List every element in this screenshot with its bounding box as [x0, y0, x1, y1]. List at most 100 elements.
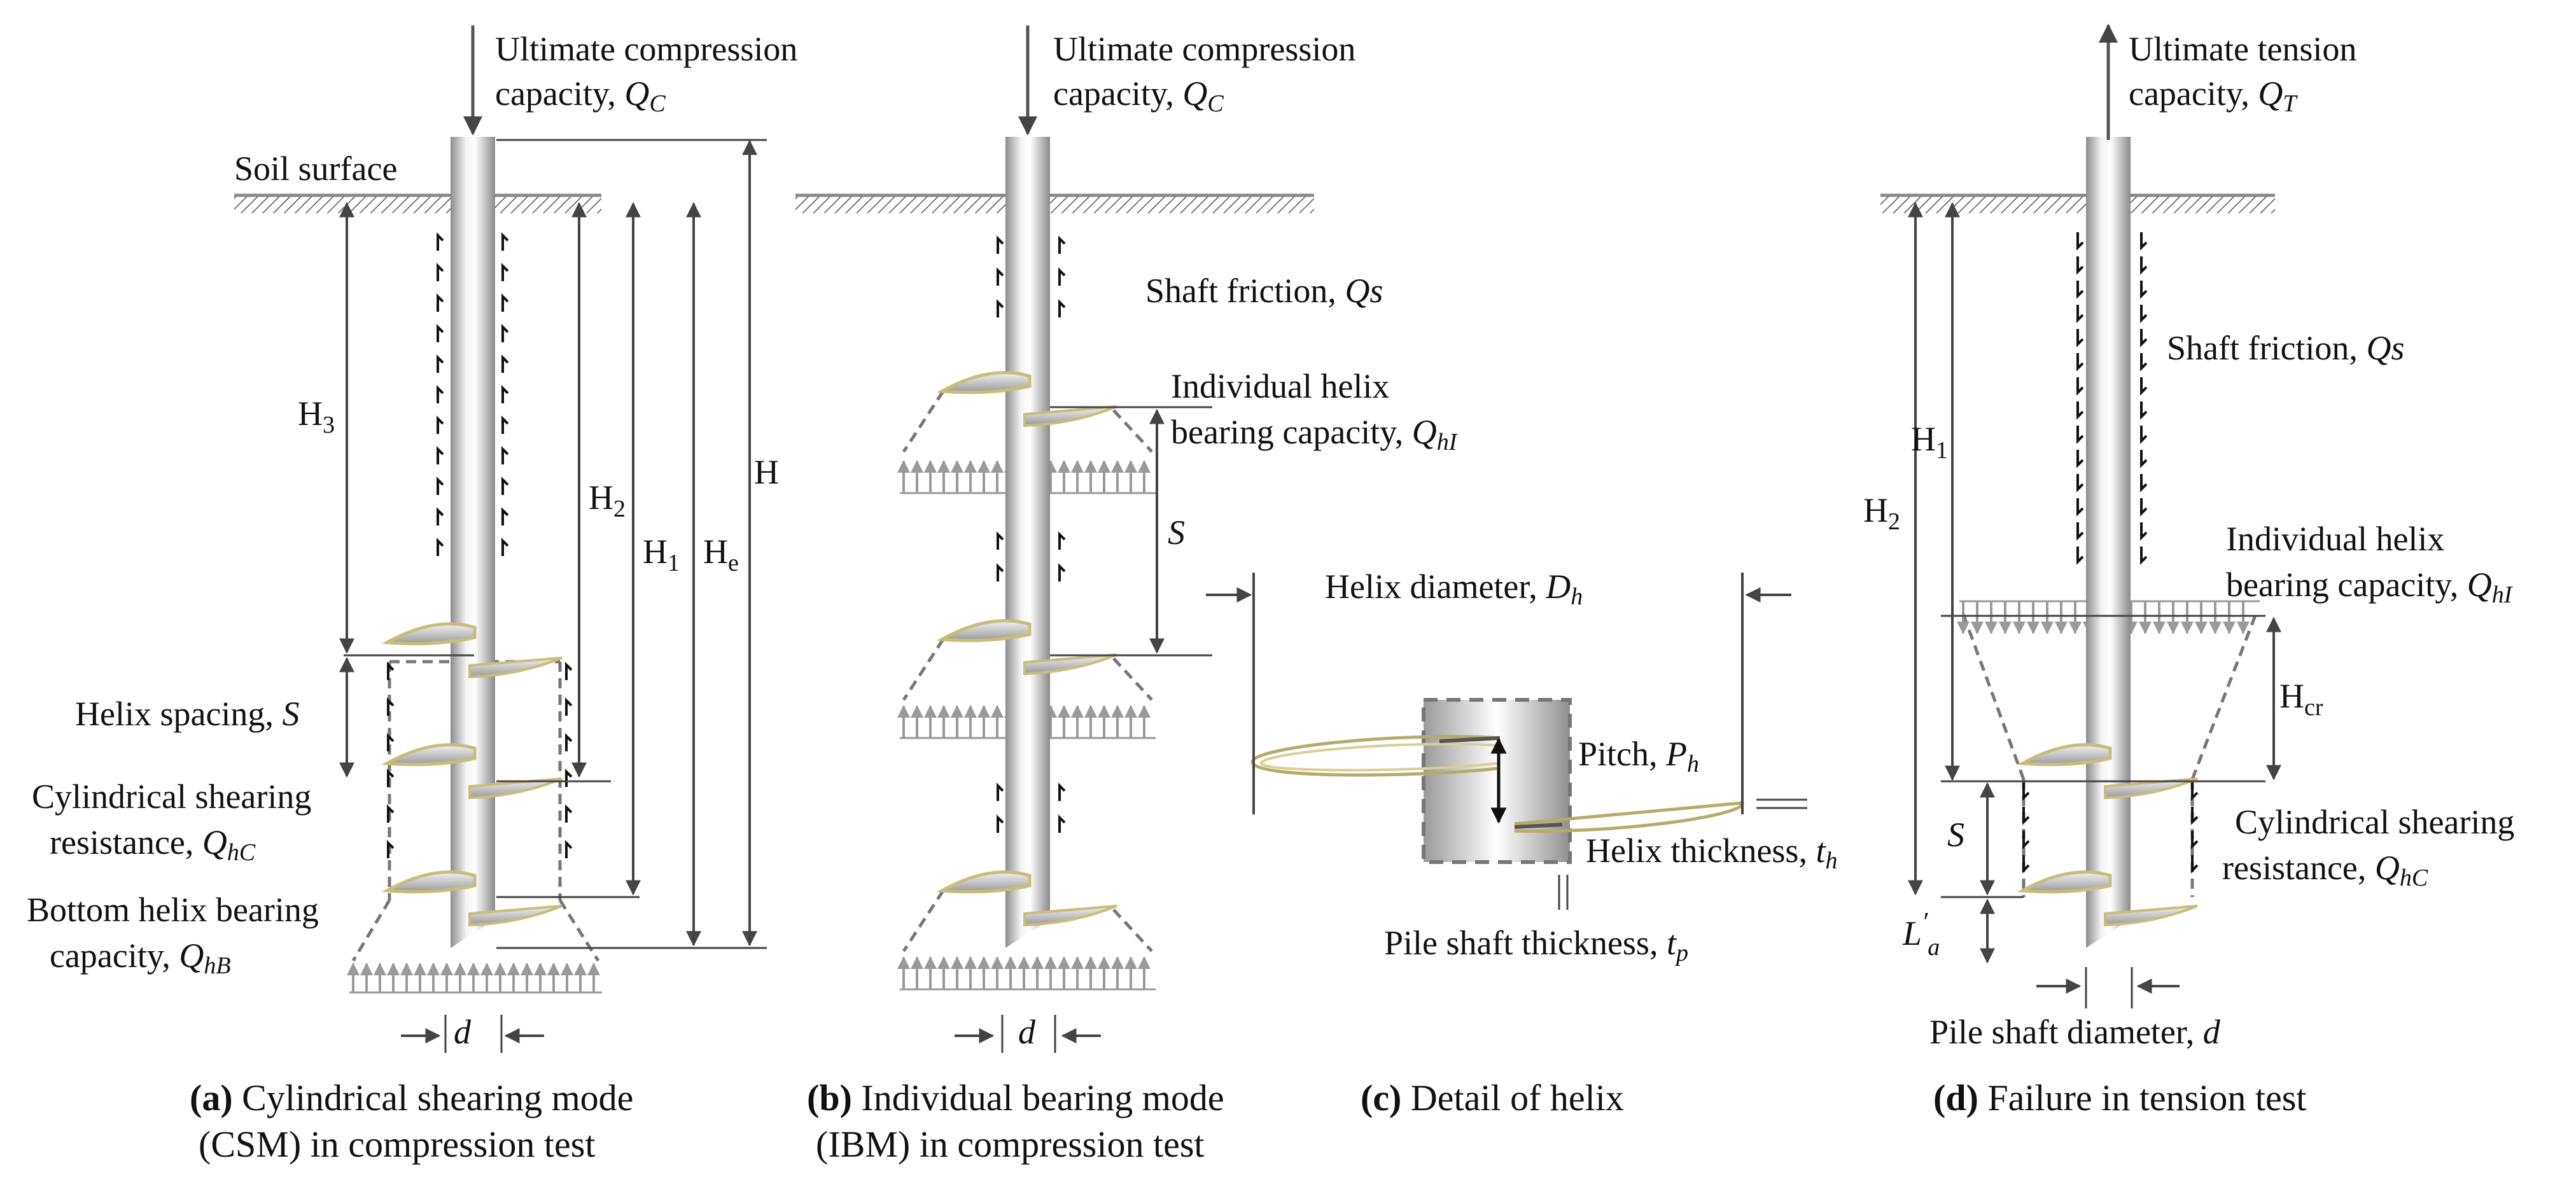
helix-a-1-lower	[468, 657, 563, 679]
helix-b-2-lower	[1023, 653, 1117, 676]
friction-a-right-5	[501, 354, 509, 373]
friction-b3-right-1	[1058, 783, 1066, 801]
friction-b3-right-2	[1058, 814, 1066, 833]
friction-b2-right-2	[1058, 563, 1066, 582]
friction-a-cyl-left-2	[387, 697, 395, 716]
friction-d-cyl-right-1	[2191, 783, 2199, 801]
helix-b-3-upper	[936, 870, 1032, 894]
friction-b2-left-1	[997, 531, 1004, 550]
panel-b-load-label-line2: capacity, QC	[1053, 74, 1224, 117]
panel-b-helix-label-line2: bearing capacity, QhI	[1171, 413, 1459, 456]
panel-c-caption: (c) Detail of helix	[1361, 1077, 1624, 1118]
pile-shaft-d	[2086, 137, 2131, 919]
friction-d-left-7	[2076, 377, 2084, 396]
friction-a-left-3	[437, 293, 444, 312]
panel-a-load-label-line1: Ultimate compression	[495, 30, 797, 68]
panel-b-shaft-friction-label: Shaft friction, Qs	[1145, 272, 1383, 310]
friction-d-right-8	[2140, 401, 2148, 420]
helix-plates-layer	[381, 371, 2198, 927]
friction-d-right-7	[2140, 377, 2148, 396]
friction-b3-left-1	[997, 783, 1004, 801]
helix-b-3-lower	[1023, 905, 1117, 927]
ibm-wedge-3	[902, 889, 1153, 952]
friction-d-right-1	[2140, 232, 2148, 251]
friction-d-right-11	[2140, 474, 2148, 492]
friction-d-right-3	[2140, 281, 2148, 299]
friction-b1-right-1	[1058, 235, 1066, 254]
dim-He-label: He	[703, 533, 739, 576]
dim-H2-label: H2	[589, 478, 626, 522]
panel-b-helix-label-line1: Individual helix	[1171, 367, 1389, 405]
friction-d-left-3	[2076, 281, 2084, 299]
panel-d-dim-H1-label: H1	[1911, 420, 1948, 464]
ibm-wedge-1	[902, 390, 1153, 453]
panel-d-caption: (d) Failure in tension test	[1933, 1077, 2306, 1118]
panel-d-labels: Ultimate tension capacity, QT Shaft fric…	[1863, 30, 2514, 1118]
panel-b-caption-line1: (b) Individual bearing mode	[807, 1077, 1224, 1118]
helix-upper-face	[1259, 742, 1501, 772]
friction-a-left-9	[437, 477, 444, 495]
friction-d-right-12	[2140, 498, 2148, 517]
friction-a-left-2	[437, 263, 444, 281]
friction-a-cyl-right-4	[565, 769, 573, 787]
friction-a-right-9	[501, 477, 509, 495]
friction-d-cyl-left-4	[2022, 855, 2030, 874]
helix-b-1-lower	[1023, 405, 1117, 428]
dim-H-label: H	[754, 453, 779, 491]
helix-a-2-upper	[381, 743, 477, 767]
friction-a-right-7	[501, 415, 509, 434]
friction-d-right-6	[2140, 353, 2148, 372]
friction-a-cyl-left-5	[387, 804, 395, 823]
friction-d-left-13	[2076, 522, 2084, 541]
panel-d-cyl-label-line1: Cylindrical shearing	[2235, 803, 2514, 841]
panel-d-load-label-line1: Ultimate tension	[2129, 30, 2356, 68]
friction-a-right-4	[501, 324, 509, 342]
ibm-wedge-2	[902, 638, 1153, 701]
friction-a-cyl-right-3	[565, 733, 573, 751]
panel-a-bottom-label-line1: Bottom helix bearing	[27, 891, 319, 929]
helix-diameter-label: Helix diameter, Dh	[1325, 568, 1583, 610]
soil-surface-b-hatch	[795, 195, 1314, 213]
panel-a-caption-line1: (a) Cylindrical shearing mode	[190, 1077, 633, 1118]
friction-d-cyl-left-3	[2022, 831, 2030, 849]
friction-d-left-10	[2076, 450, 2084, 468]
helix-d-1-upper	[2017, 743, 2112, 767]
shaft-friction-layer	[387, 232, 2199, 874]
friction-a-cyl-left-3	[387, 733, 395, 751]
friction-d-right-5	[2140, 329, 2148, 347]
friction-a-left-5	[437, 354, 444, 373]
panel-b-load-label-line1: Ultimate compression	[1053, 30, 1355, 68]
panel-d-load-label-line2: capacity, QT	[2129, 74, 2298, 117]
friction-d-right-14	[2140, 547, 2148, 565]
failure-envelope-layer	[351, 390, 2258, 962]
panel-d-helix-label-line2: bearing capacity, QhI	[2226, 566, 2514, 608]
soil-surface-label: Soil surface	[234, 150, 397, 188]
bearing-pressure-layer	[347, 460, 2260, 994]
soil-surface-a-hatch	[234, 195, 601, 213]
panel-d-spacing-label: S	[1947, 816, 1964, 854]
pile-shaft-b-tip	[1005, 919, 1050, 948]
friction-d-left-9	[2076, 426, 2084, 444]
pile-shafts-layer	[451, 137, 2131, 948]
friction-d-left-11	[2076, 474, 2084, 492]
friction-d-cyl-right-4	[2191, 855, 2199, 874]
friction-a-cyl-right-5	[565, 804, 573, 823]
friction-d-left-14	[2076, 547, 2084, 565]
pile-shaft-a-tip	[451, 919, 495, 948]
friction-d-left-12	[2076, 498, 2084, 517]
panel-c-helix-detail: Helix diameter, Dh Pitch, Ph Helix thick…	[1206, 568, 1837, 1118]
friction-d-cyl-left-2	[2022, 807, 2030, 825]
dim-H3-label: H3	[298, 394, 335, 438]
panel-d-cyl-label-line2: resistance, QhC	[2222, 849, 2428, 891]
pile-shaft-b	[1005, 137, 1050, 919]
friction-d-right-10	[2140, 450, 2148, 468]
friction-a-right-2	[501, 263, 509, 281]
friction-d-left-6	[2076, 353, 2084, 372]
helix-d-2-lower	[2104, 905, 2198, 927]
friction-b1-left-2	[997, 267, 1004, 286]
friction-a-right-1	[501, 232, 509, 251]
friction-d-right-9	[2140, 426, 2148, 444]
shaft-section-box	[1422, 698, 1572, 864]
panel-a-cyl-label-line1: Cylindrical shearing	[32, 777, 311, 816]
